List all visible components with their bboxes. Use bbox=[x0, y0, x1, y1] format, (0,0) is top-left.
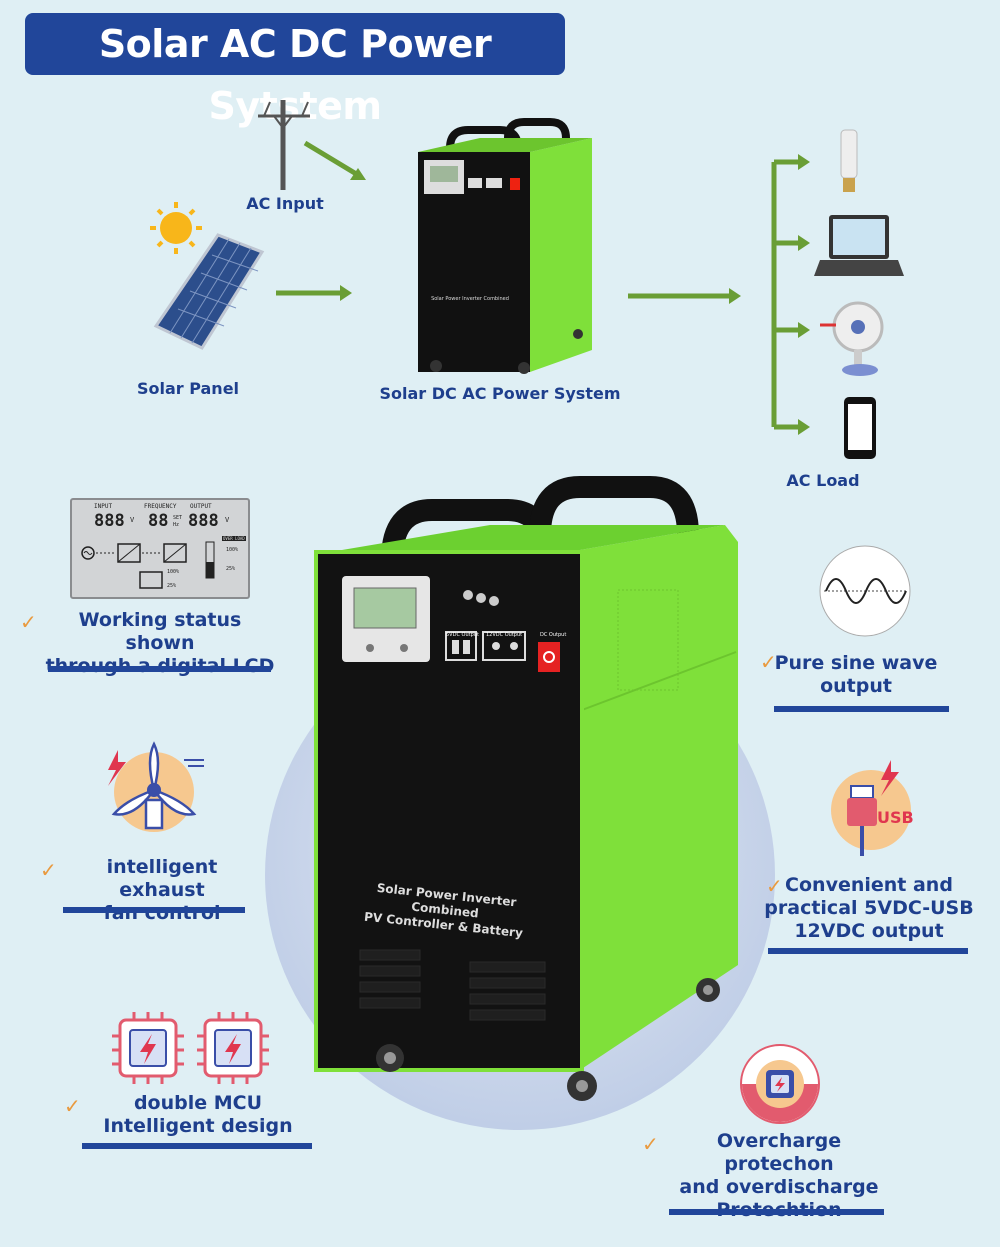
exhaust-fan-icon bbox=[108, 741, 204, 832]
lcd-input-unit: V bbox=[130, 516, 135, 524]
lcd-pct-25-right: 25% bbox=[226, 566, 236, 572]
check-icon-mcu: ✓ bbox=[64, 1094, 81, 1118]
lcd-hz-unit: Hz bbox=[173, 522, 180, 528]
feature-lcd-underline bbox=[48, 666, 271, 672]
solar-panel-icon bbox=[153, 233, 265, 350]
usb-icon-text: USB bbox=[877, 808, 914, 827]
feature-protect-underline bbox=[669, 1209, 884, 1215]
feature-protect-line2: and overdischarge bbox=[679, 1176, 879, 1198]
flow-arrows bbox=[276, 140, 800, 430]
feature-fan-line1: intelligent exhaust bbox=[106, 856, 218, 901]
feature-sine: Pure sine wave output bbox=[770, 652, 942, 698]
laptop-icon bbox=[814, 215, 904, 276]
check-icon-fan: ✓ bbox=[40, 858, 57, 882]
feature-sine-underline bbox=[774, 706, 949, 712]
desk-fan-icon bbox=[820, 301, 884, 376]
smartphone-icon bbox=[844, 397, 876, 459]
sine-wave-icon bbox=[819, 545, 911, 637]
ac-load-label: AC Load bbox=[786, 471, 860, 490]
main-device-image bbox=[314, 476, 738, 1101]
check-icon-lcd: ✓ bbox=[20, 610, 37, 634]
usb-plug-icon bbox=[831, 760, 911, 856]
lcd-frequency-digits: 88 bbox=[148, 511, 169, 531]
lcd-input-digits: 888 bbox=[94, 511, 125, 531]
feature-lcd-line1: Working status shown bbox=[78, 609, 242, 654]
feature-mcu-line1: double MCU bbox=[133, 1092, 263, 1114]
svg-text:Solar Power Inverter Combined: Solar Power Inverter Combined bbox=[431, 296, 509, 302]
feature-protect-line1: Overcharge protechon bbox=[716, 1130, 842, 1175]
check-icon-protect: ✓ bbox=[642, 1132, 659, 1156]
lcd-overload-label: OVER LOAD bbox=[222, 536, 246, 541]
lcd-pct-100-right: 100% bbox=[226, 547, 239, 553]
lcd-output-label: OUTPUT bbox=[190, 503, 212, 510]
lcd-input-label: INPUT bbox=[94, 503, 113, 510]
usb-output-label: 5VDC Output bbox=[446, 632, 479, 638]
feature-usb: Convenient and practical 5VDC-USB 12VDC … bbox=[764, 874, 974, 943]
flow-diagram: Solar Power Inverter Combined bbox=[150, 100, 904, 459]
power-pole-icon bbox=[258, 100, 310, 190]
lcd-set-label: SET bbox=[173, 515, 183, 521]
feature-fan-line2: fan control bbox=[103, 902, 221, 924]
ac-input-label: AC Input bbox=[246, 194, 324, 213]
feature-mcu-underline bbox=[82, 1143, 312, 1149]
sun-icon bbox=[150, 202, 202, 254]
feature-sine-line2: output bbox=[820, 675, 892, 697]
check-icon-usb: ✓ bbox=[766, 874, 783, 898]
feature-usb-line2: practical 5VDC-USB bbox=[764, 897, 974, 919]
feature-sine-line1: Pure sine wave bbox=[774, 652, 938, 674]
small-power-system-image: Solar Power Inverter Combined bbox=[418, 118, 592, 374]
feature-fan-underline bbox=[63, 907, 245, 913]
protection-chip-icon bbox=[740, 1044, 820, 1124]
feature-mcu-line2: Intelligent design bbox=[103, 1115, 293, 1137]
bulb-icon bbox=[840, 129, 858, 192]
check-icon-sine: ✓ bbox=[760, 650, 777, 674]
lcd-flow-icons bbox=[81, 541, 215, 589]
feature-usb-underline bbox=[768, 948, 968, 954]
lcd-pct-100-battery: 100% bbox=[167, 569, 180, 575]
solar-panel-label: Solar Panel bbox=[136, 379, 240, 398]
dc-output-label: 12VDC Output bbox=[486, 632, 523, 638]
feature-usb-line3: 12VDC output bbox=[794, 920, 944, 942]
lcd-pct-25-battery: 25% bbox=[167, 583, 177, 589]
feature-usb-line1: Convenient and bbox=[785, 874, 953, 896]
dc-switch-label: DC Output bbox=[540, 632, 567, 638]
feature-protect: Overcharge protechon and overdischarge P… bbox=[664, 1130, 894, 1222]
lcd-output-digits: 888 bbox=[188, 511, 219, 531]
lcd-display-image: INPUT FREQUENCY OUTPUT 888 V 88 SET Hz 8… bbox=[70, 498, 250, 599]
lcd-frequency-label: FREQUENCY bbox=[144, 503, 177, 510]
mcu-chips-icon bbox=[112, 1012, 269, 1084]
page-title: Solar AC DC Power Sytstem bbox=[25, 13, 565, 128]
feature-fan: intelligent exhaust fan control bbox=[62, 856, 262, 925]
feature-mcu: double MCU Intelligent design bbox=[100, 1092, 296, 1138]
system-label: Solar DC AC Power System bbox=[379, 384, 621, 403]
lcd-output-unit: V bbox=[225, 516, 230, 524]
